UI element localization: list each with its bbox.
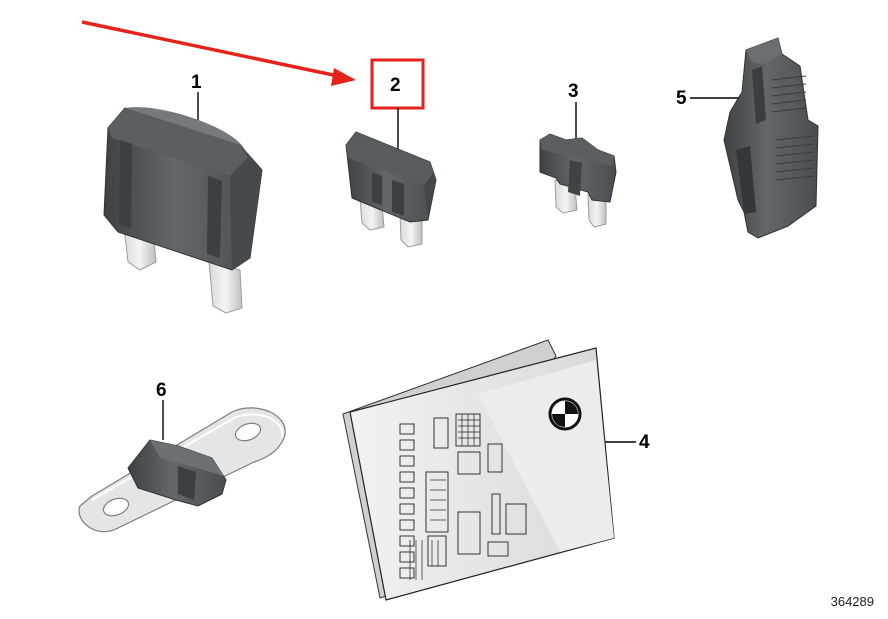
part-4-fuse-chart [342, 339, 636, 601]
callout-4: 4 [639, 432, 650, 453]
highlight-arrow [81, 20, 356, 86]
part-5-fuse-puller [690, 37, 819, 239]
callout-6: 6 [156, 380, 167, 401]
reference-number: 364289 [830, 594, 874, 609]
part-6-strip-fuse [78, 400, 286, 533]
callout-2: 2 [390, 75, 401, 96]
part-1-maxi-fuse [103, 92, 263, 314]
part-3-fuse-bridge [539, 102, 617, 228]
callout-3: 3 [568, 81, 579, 102]
callout-5: 5 [676, 88, 687, 109]
bmw-logo-icon [548, 397, 582, 431]
part-2-mini-fuse [345, 58, 437, 248]
callout-1: 1 [191, 72, 202, 93]
